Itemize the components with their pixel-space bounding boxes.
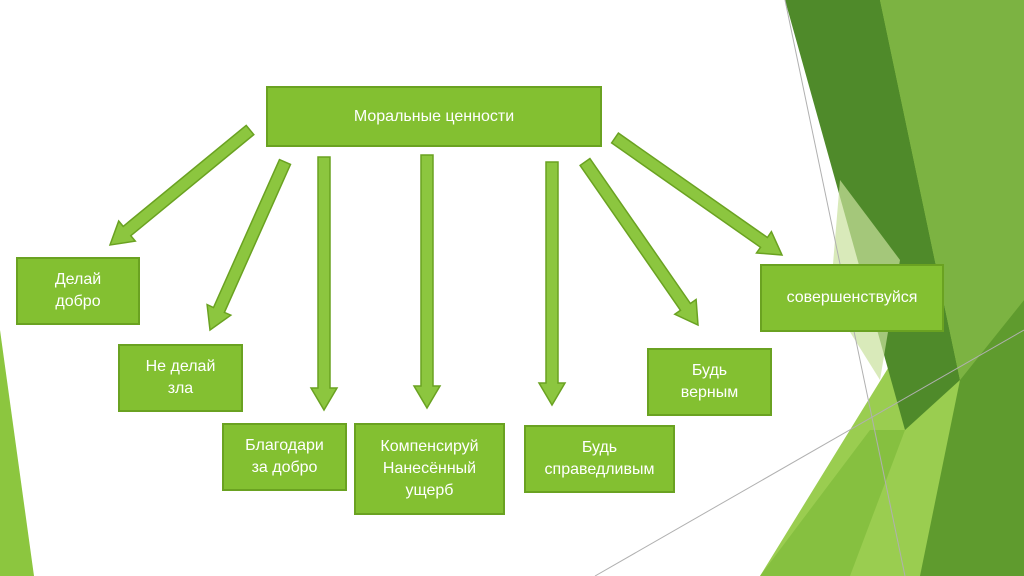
arrow-to-do-no-evil (206, 158, 292, 332)
value-node-thank-for-good: Благодари за добро (222, 423, 347, 491)
value-node-label: Делай добро (54, 271, 102, 310)
arrow-to-thank-for-good (309, 156, 339, 412)
right-decor-line-2 (594, 329, 1024, 576)
value-node-be-faithful: Будь верным (647, 348, 772, 416)
value-node-do-good: Делай добро (16, 257, 140, 325)
right-decor-facet-4 (920, 300, 1024, 576)
arrow-to-do-good (108, 124, 255, 246)
central-node-label: Моральные ценности (353, 107, 515, 125)
right-decor-facet-3 (880, 0, 1024, 380)
arrow-to-compensate-damage (412, 154, 442, 410)
value-node-label: Будь справедливым (544, 439, 655, 478)
left-decor-strip (0, 330, 34, 576)
central-node-moral-values: Моральные ценности (266, 86, 602, 147)
arrow-to-be-just (537, 161, 567, 407)
arrow-to-be-faithful (579, 157, 699, 327)
value-node-label: Благодари за добро (245, 437, 324, 476)
value-node-label: Не делай зла (145, 358, 216, 397)
value-node-label: Будь верным (680, 362, 739, 401)
right-decor-facet-5 (760, 430, 905, 576)
arrow-to-self-improve (610, 132, 784, 256)
value-node-compensate-damage: Компенсируй Нанесённый ущерб (354, 423, 505, 515)
value-node-label: Компенсируй Нанесённый ущерб (380, 438, 479, 499)
value-node-self-improve: совершенствуйся (760, 264, 944, 332)
value-node-label: совершенствуйся (786, 289, 918, 306)
value-node-be-just: Будь справедливым (524, 425, 675, 493)
value-node-do-no-evil: Не делай зла (118, 344, 243, 412)
